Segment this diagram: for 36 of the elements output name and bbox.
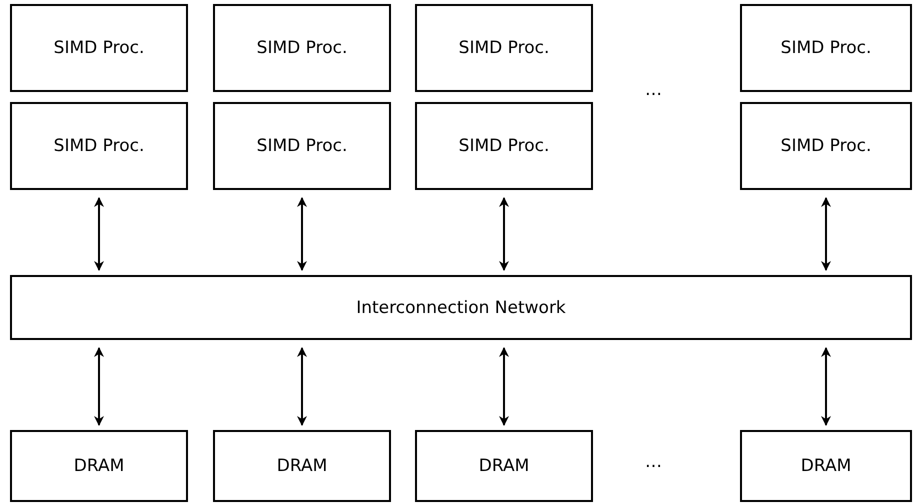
ellipsis-text: … <box>645 80 662 100</box>
component-box <box>213 430 391 502</box>
component-box <box>10 430 188 502</box>
node-label: DRAM <box>478 456 530 476</box>
arrow <box>297 347 307 426</box>
component-box <box>213 102 391 190</box>
component-box <box>740 102 912 190</box>
node-label: DRAM <box>74 456 124 476</box>
component-box <box>10 4 188 92</box>
node-label: SIMD Proc. <box>458 136 550 156</box>
arrow <box>821 347 831 426</box>
node-label: SIMD Proc. <box>458 38 550 58</box>
arrow <box>297 197 307 271</box>
component-box <box>415 4 593 92</box>
node-label: SIMD Proc. <box>54 38 144 58</box>
node-label: SIMD Proc. <box>256 38 348 58</box>
arrow <box>94 347 104 426</box>
node-label: SIMD Proc. <box>256 136 348 156</box>
component-box <box>415 430 593 502</box>
arrow <box>499 197 509 271</box>
component-box <box>740 430 912 502</box>
node-label: SIMD Proc. <box>780 38 872 58</box>
node-label: Interconnection Network <box>356 298 566 318</box>
component-box <box>415 102 593 190</box>
arrow <box>94 197 104 271</box>
network-box <box>10 275 912 340</box>
component-box <box>213 4 391 92</box>
ellipsis-text: … <box>645 452 662 472</box>
node-label: SIMD Proc. <box>54 136 144 156</box>
component-box <box>10 102 188 190</box>
arrow <box>821 197 831 271</box>
component-box <box>740 4 912 92</box>
node-label: SIMD Proc. <box>780 136 872 156</box>
node-label: DRAM <box>800 456 852 476</box>
arrow <box>499 347 509 426</box>
node-label: DRAM <box>276 456 328 476</box>
